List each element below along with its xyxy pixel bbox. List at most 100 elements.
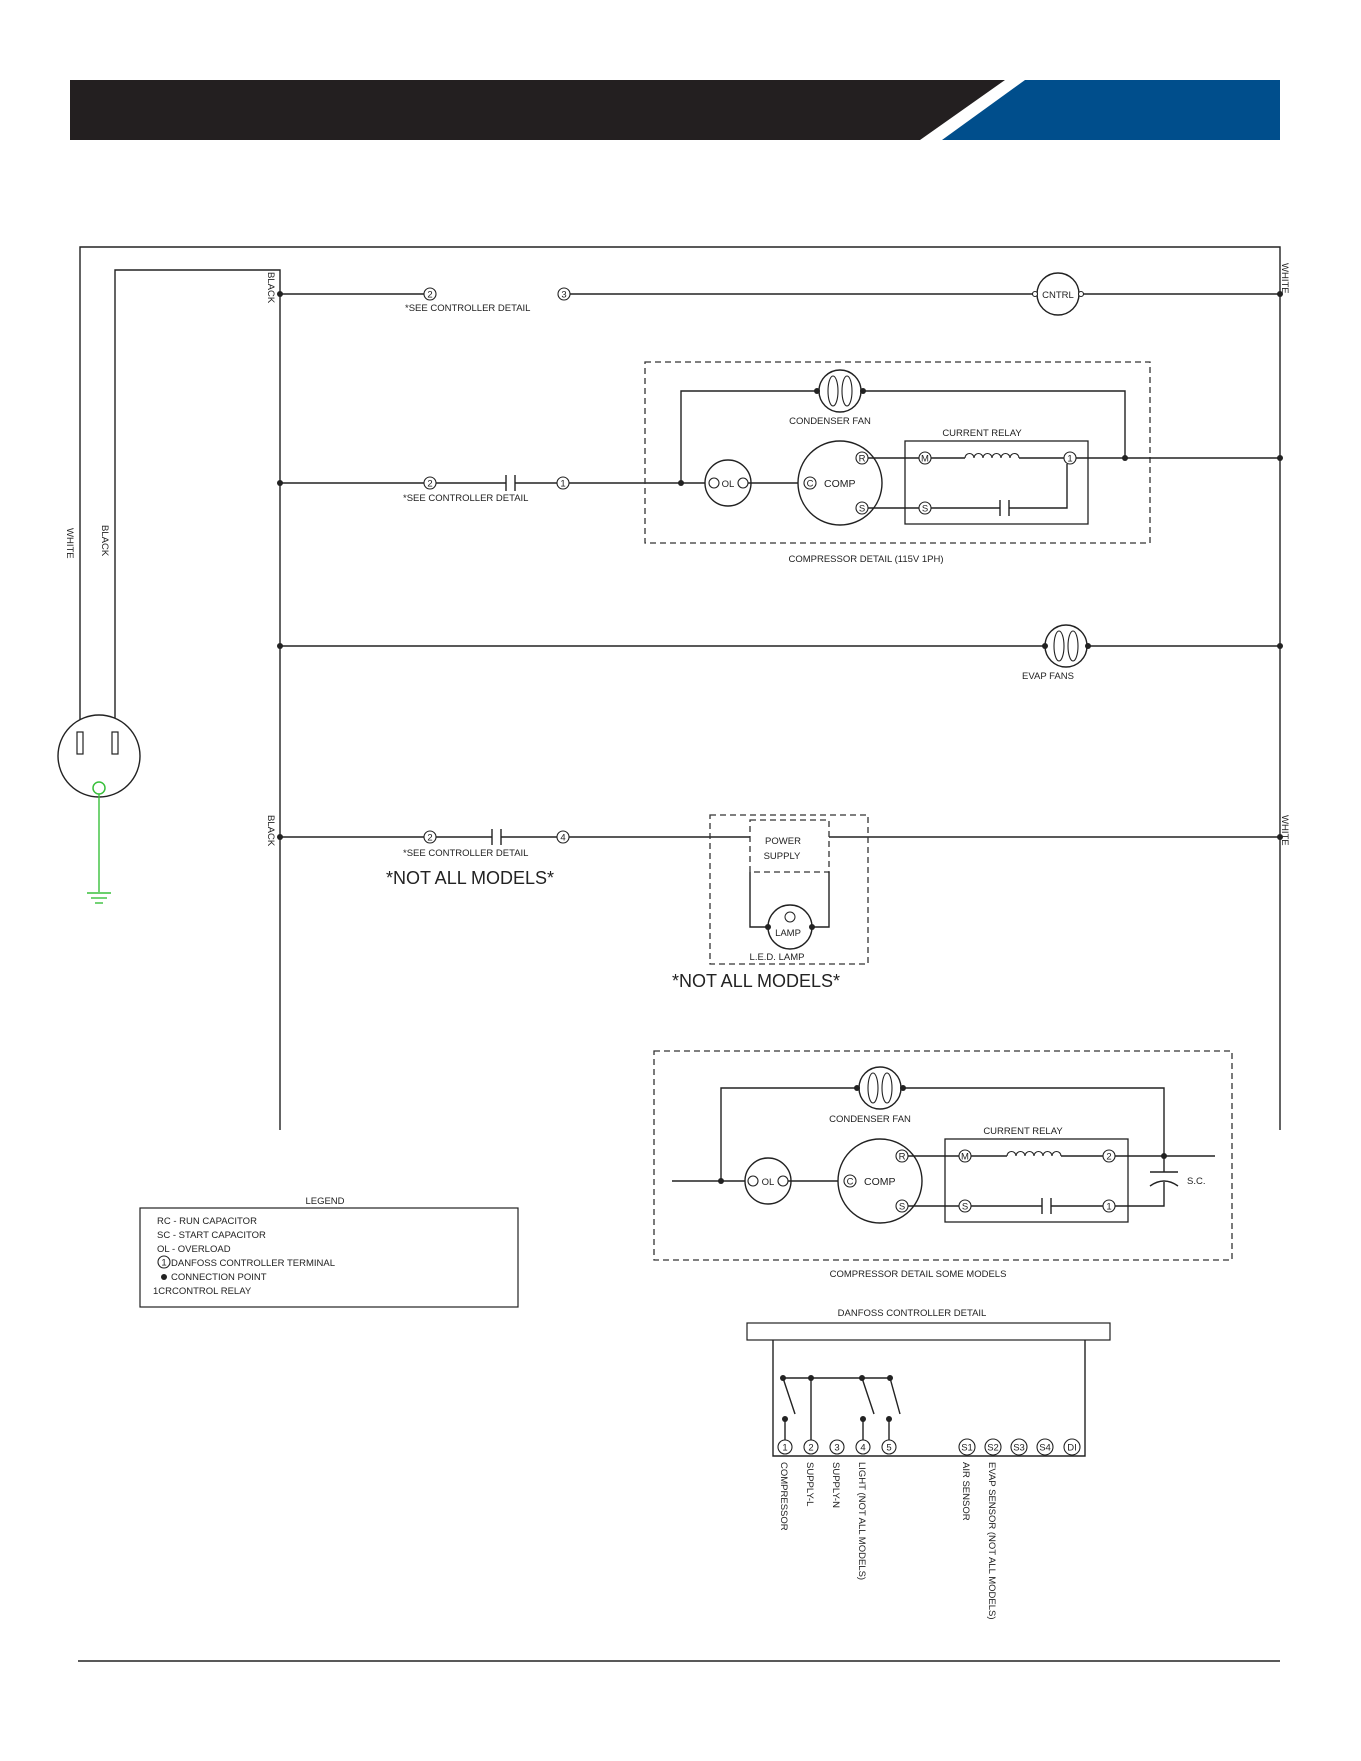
rail-white-label-bottom: WHITE [1279, 815, 1290, 846]
terminal-1 [556, 476, 570, 490]
controller-header-bar [746, 1322, 1111, 1341]
evap-fan-icon [1044, 624, 1088, 668]
compressor-detail-label: COMPRESSOR DETAIL (115V 1PH) [788, 554, 943, 565]
ol-label: OL [722, 479, 735, 490]
comp-r-label: R [859, 454, 866, 465]
condenser-fan-label: CONDENSER FAN [829, 1114, 911, 1125]
current-relay-label: CURRENT RELAY [983, 1126, 1063, 1137]
controller-label-air-sensor: AIR SENSOR [960, 1462, 971, 1521]
condenser-fan-icon [818, 369, 862, 413]
lamp-circuit: 2 4 *SEE CONTROLLER DETAIL *NOT ALL MODE… [277, 814, 1283, 991]
legend-item: RC - RUN CAPACITOR [157, 1216, 257, 1227]
relay-2-label: 2 [1106, 1152, 1111, 1163]
controller-label-light: LIGHT (NOT ALL MODELS) [856, 1462, 867, 1580]
relay-1-label: 1 [1106, 1202, 1111, 1213]
controller-terminal-5 [881, 1439, 897, 1455]
controller-terminal-di [1063, 1438, 1081, 1456]
not-all-models-note: *NOT ALL MODELS* [672, 971, 840, 991]
plug-prong-black [111, 731, 119, 755]
power-label: POWER [765, 836, 801, 847]
relay-m-label: M [961, 1152, 969, 1163]
evap-fans-circuit: EVAP FANS [277, 624, 1283, 682]
controller-label-compressor: COMPRESSOR [778, 1462, 789, 1531]
current-relay-box [904, 440, 1089, 525]
comp-c-label: C [847, 1177, 854, 1188]
terminal-label: 3 [561, 290, 566, 301]
controller-title: DANFOSS CONTROLLER DETAIL [838, 1308, 987, 1319]
compressor-detail-some-models: COMPRESSOR DETAIL SOME MODELS CONDENSER … [653, 1050, 1233, 1280]
controller-terminal-s4 [1036, 1438, 1054, 1456]
rail-black-label-bottom: BLACK [265, 815, 276, 847]
compressor-detail-some-label: COMPRESSOR DETAIL SOME MODELS [830, 1269, 1007, 1280]
controller-terminal-4 [855, 1439, 871, 1455]
controller-terminal-s3 [1010, 1438, 1028, 1456]
terminal-label: 2 [427, 290, 432, 301]
see-controller-detail: *SEE CONTROLLER DETAIL [403, 848, 528, 859]
start-capacitor [1149, 1156, 1179, 1187]
rail-white-label-top: WHITE [1279, 263, 1290, 294]
header-banner [70, 80, 1280, 140]
terminal-label: 1 [560, 479, 565, 490]
evap-fans-label: EVAP FANS [1022, 671, 1074, 682]
cntrl-label: CNTRL [1042, 290, 1074, 301]
controller-terminal-s2 [984, 1438, 1002, 1456]
terminal-4 [556, 830, 570, 844]
danfoss-controller-detail: DANFOSS CONTROLLER DETAIL 1 2 3 4 5 S1 S… [746, 1308, 1111, 1620]
ground-symbol [87, 892, 111, 904]
legend-relay-code: 1CR [153, 1286, 172, 1297]
current-relay-box [944, 1138, 1129, 1223]
not-all-models-note: *NOT ALL MODELS* [386, 868, 554, 888]
compressor-circuit: 2 1 *SEE CONTROLLER DETAIL COMPRESSOR DE… [277, 361, 1283, 565]
controller-terminal-2 [803, 1439, 819, 1455]
controller-terminal-s1 [958, 1438, 976, 1456]
terminal-2 [423, 476, 437, 490]
controller-terminal-label: 5 [886, 1443, 891, 1454]
relay-1-label: 1 [1067, 454, 1072, 465]
controller-terminal-label: S2 [987, 1443, 999, 1454]
led-lamp-label: L.E.D. LAMP [750, 952, 805, 963]
terminal-2 [423, 287, 437, 301]
comp-s-label: S [899, 1202, 905, 1213]
controller-terminal-label: S3 [1013, 1443, 1025, 1454]
terminal-label: 2 [427, 479, 432, 490]
legend-item: SC - START CAPACITOR [157, 1230, 266, 1241]
controller-terminal-1 [777, 1439, 793, 1455]
legend-terminal-symbol: 1 [161, 1258, 166, 1269]
controller-circuit: 2 3 *SEE CONTROLLER DETAIL CNTRL [277, 272, 1283, 316]
see-controller-detail: *SEE CONTROLLER DETAIL [405, 303, 530, 314]
legend-box [139, 1207, 519, 1308]
legend-item: CONTROL RELAY [172, 1286, 252, 1297]
supply-label: SUPPLY [764, 851, 801, 862]
compressor-detail-some-box [653, 1050, 1233, 1261]
relay-s-label: S [922, 504, 928, 515]
condenser-fan-label: CONDENSER FAN [789, 416, 871, 427]
led-lamp-box [709, 814, 869, 965]
comp-s-label: S [859, 504, 865, 515]
comp-r-label: R [899, 1152, 906, 1163]
controller-label-supply-l: SUPPLY-L [804, 1462, 815, 1506]
legend-connection-dot [161, 1274, 167, 1280]
terminal-2 [423, 830, 437, 844]
plug-prong-white [76, 731, 84, 755]
legend-item: CONNECTION POINT [171, 1272, 267, 1283]
terminal-3 [557, 287, 571, 301]
comp-c-label: C [807, 479, 814, 490]
comp-label: COMP [864, 1176, 896, 1188]
cord-white-label: WHITE [64, 528, 75, 559]
sc-label: S.C. [1187, 1176, 1205, 1187]
ol-label: OL [762, 1177, 775, 1188]
condenser-fan-icon [858, 1066, 902, 1110]
power-supply-box [749, 819, 830, 873]
see-controller-detail: *SEE CONTROLLER DETAIL [403, 493, 528, 504]
legend-item: OL - OVERLOAD [157, 1244, 231, 1255]
relay-coil [1006, 1150, 1062, 1157]
comp-label: COMP [824, 478, 856, 490]
controller-label-evap-sensor: EVAP SENSOR (NOT ALL MODELS) [986, 1462, 997, 1620]
lamp-label: LAMP [775, 928, 801, 939]
lamp-bulb-icon [784, 911, 796, 923]
controller-terminal-label: 4 [860, 1443, 865, 1454]
controller-terminal-label: 1 [782, 1443, 787, 1454]
legend-title: LEGEND [305, 1196, 344, 1207]
terminal-label: 4 [560, 833, 565, 844]
